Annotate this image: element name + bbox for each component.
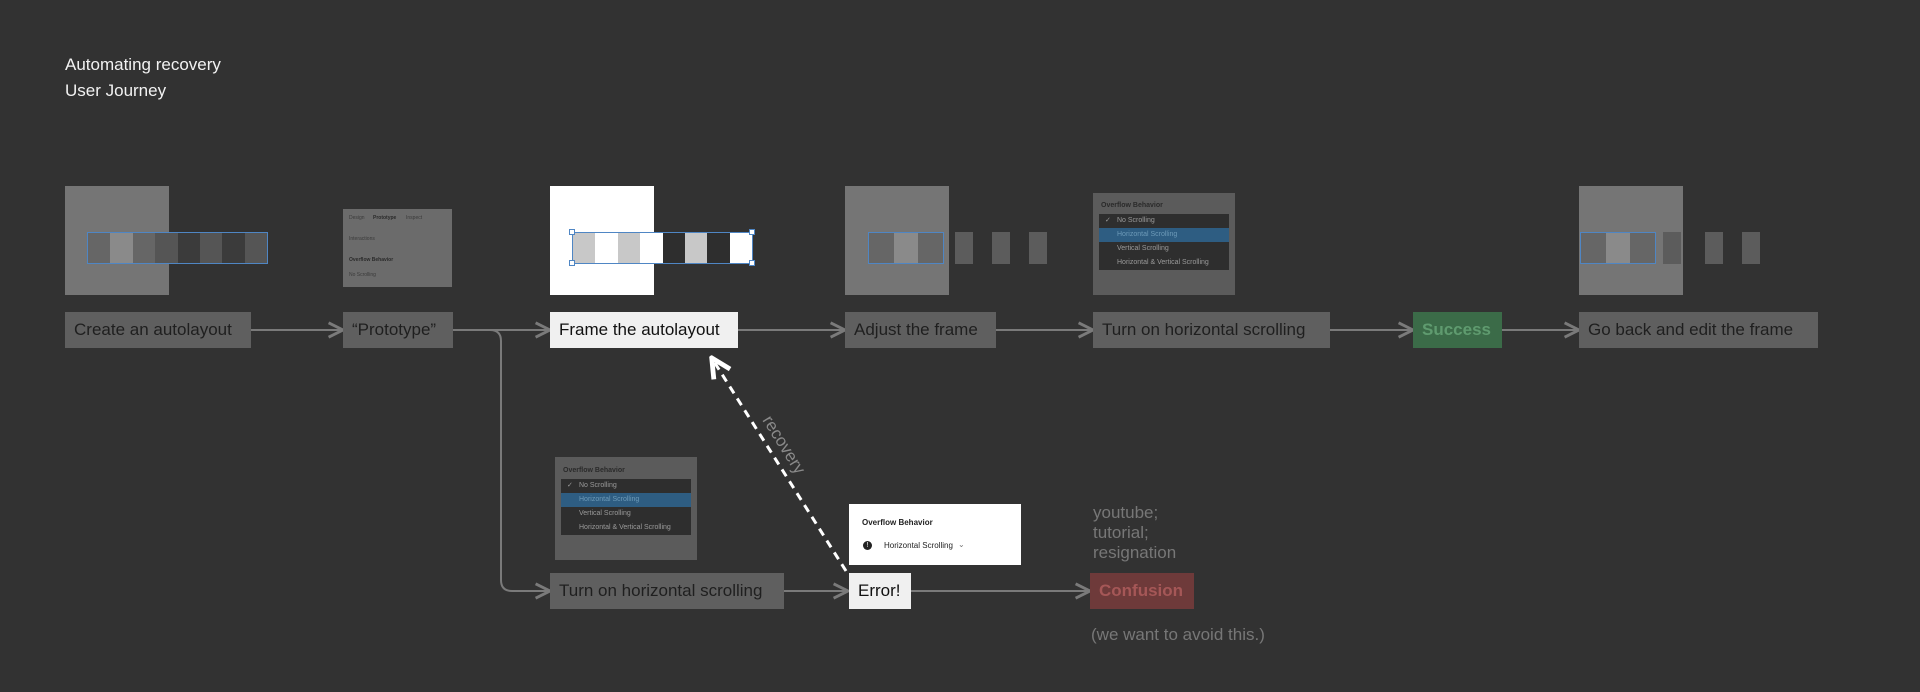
overflow-menu-title: Overflow Behavior: [563, 467, 625, 474]
overflow-item: [1705, 232, 1723, 264]
option-no-scrolling: ✓No Scrolling: [561, 479, 691, 493]
node-success: Success: [1413, 312, 1502, 348]
diagram-subtitle: User Journey: [65, 81, 167, 100]
cause-tutorial: tutorial;: [1093, 523, 1149, 542]
autolayout-bar-2: [572, 232, 753, 264]
node-confusion: Confusion: [1090, 573, 1194, 609]
checkmark-icon: ✓: [1105, 217, 1111, 224]
confusion-causes: youtube; tutorial; resignation: [1093, 503, 1176, 563]
recovery-arrow: [713, 360, 848, 572]
node-turn-on-scrolling: Turn on horizontal scrolling: [1093, 312, 1330, 348]
prototype-value: No Scrolling: [349, 272, 376, 278]
prototype-panel-preview: Design Prototype Inspect Interactions Ov…: [343, 209, 452, 287]
chevron-down-icon: ⌄: [958, 540, 965, 549]
prototype-row-interactions: Interactions: [349, 236, 375, 242]
error-overflow-panel: Overflow Behavior ! Horizontal Scrolling…: [849, 504, 1021, 565]
selection-handle-tr: [749, 229, 755, 235]
selection-handle-br: [749, 260, 755, 266]
checkmark-icon: ✓: [567, 482, 573, 489]
option-both-scrolling: Horizontal & Vertical Scrolling: [579, 524, 671, 531]
arrow-prototype-branch: [453, 329, 550, 591]
node-turn-on-scrolling-branch: Turn on horizontal scrolling: [550, 573, 784, 609]
overflow-menu-top: Overflow Behavior ✓No Scrolling Horizont…: [1093, 193, 1235, 295]
node-frame-autolayout: Frame the autolayout: [550, 312, 738, 348]
overflow-item: [1742, 232, 1760, 264]
node-prototype: “Prototype”: [343, 312, 453, 348]
autolayout-bar-3: [868, 232, 944, 264]
autolayout-bar-4: [1580, 232, 1656, 264]
recovery-label: recovery: [759, 412, 810, 478]
option-horizontal-scrolling: Horizontal Scrolling: [561, 493, 691, 507]
overflow-item: [955, 232, 973, 264]
node-go-back-edit: Go back and edit the frame: [1579, 312, 1818, 348]
overflow-options: ✓No Scrolling Horizontal Scrolling Verti…: [561, 479, 691, 535]
cause-youtube: youtube;: [1093, 503, 1159, 522]
selection-handle-bl: [569, 260, 575, 266]
node-create-autolayout: Create an autolayout: [65, 312, 251, 348]
option-vertical-scrolling: Vertical Scrolling: [1117, 245, 1169, 252]
diagram-title: Automating recovery: [65, 55, 221, 74]
overflow-menu-bottom: Overflow Behavior ✓No Scrolling Horizont…: [555, 457, 697, 560]
overflow-item: [1029, 232, 1047, 264]
error-panel-title: Overflow Behavior: [862, 518, 933, 527]
node-adjust-frame: Adjust the frame: [845, 312, 996, 348]
option-horizontal-scrolling: Horizontal Scrolling: [1099, 228, 1229, 242]
overflow-item: [992, 232, 1010, 264]
prototype-tab-inspect: Inspect: [406, 215, 423, 221]
overflow-options: ✓No Scrolling Horizontal Scrolling Verti…: [1099, 214, 1229, 270]
selection-handle-tl: [569, 229, 575, 235]
error-panel-value: Horizontal Scrolling: [884, 541, 953, 550]
prototype-tab-design: Design: [349, 215, 365, 221]
option-vertical-scrolling: Vertical Scrolling: [579, 510, 631, 517]
overflow-menu-title: Overflow Behavior: [1101, 202, 1163, 209]
avoid-note: (we want to avoid this.): [1091, 625, 1265, 644]
option-no-scrolling: ✓No Scrolling: [1099, 214, 1229, 228]
error-info-icon: !: [863, 541, 872, 550]
autolayout-bar-1: [87, 232, 268, 264]
prototype-tab-prototype: Prototype: [373, 215, 397, 221]
option-both-scrolling: Horizontal & Vertical Scrolling: [1117, 259, 1209, 266]
cause-resignation: resignation: [1093, 543, 1177, 562]
prototype-section-overflow: Overflow Behavior: [349, 257, 394, 263]
overflow-item: [1663, 232, 1681, 264]
node-error: Error!: [849, 573, 911, 609]
